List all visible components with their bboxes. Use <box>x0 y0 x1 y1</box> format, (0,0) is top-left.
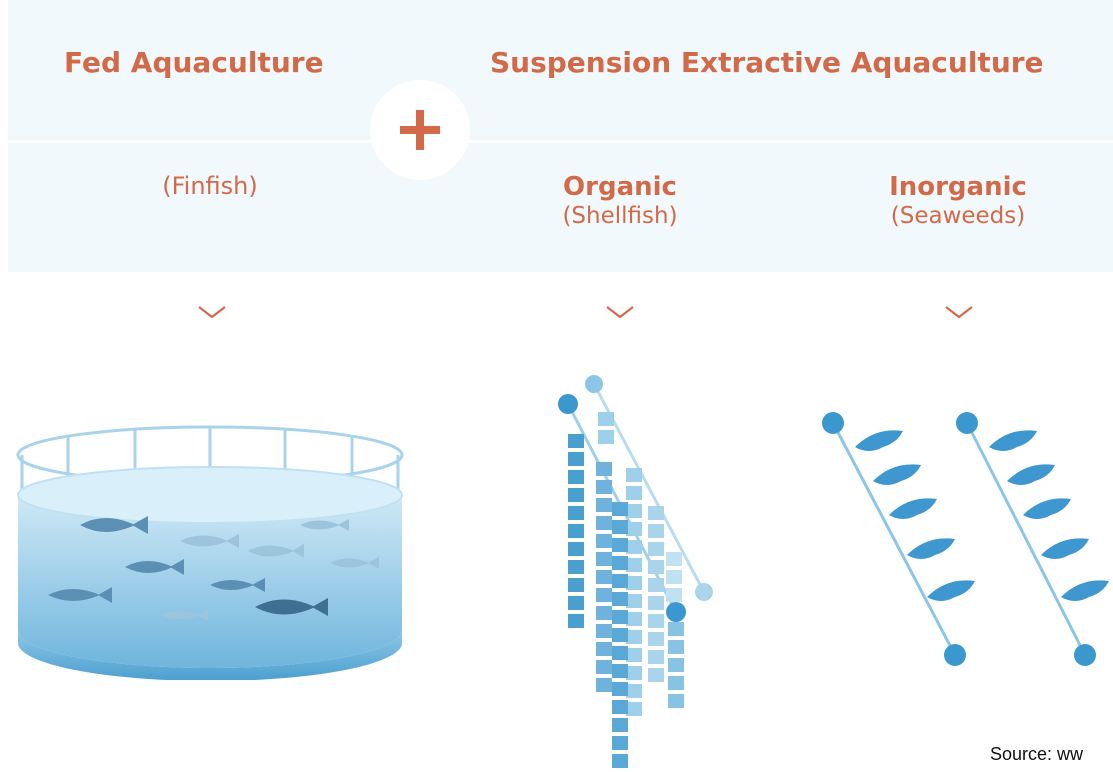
fed-aquaculture-title: Fed Aquaculture <box>64 46 324 79</box>
seaweed-lines-icon <box>822 412 1109 666</box>
chevron-down-icon <box>945 306 973 319</box>
chevron-down-icon <box>198 306 226 319</box>
shellfish-lines-icon <box>558 375 713 768</box>
column-inorganic-label: Inorganic (Seaweeds) <box>889 172 1027 229</box>
plus-icon <box>400 110 440 150</box>
header-divider <box>8 140 1113 143</box>
header-band <box>8 0 1113 272</box>
suspension-extractive-title: Suspension Extractive Aquaculture <box>490 46 1044 79</box>
column-finfish-label: (Finfish) <box>162 172 258 200</box>
source-caption: Source: ww <box>990 744 1084 764</box>
fish-tank-icon <box>16 425 404 680</box>
chevron-down-icon <box>606 306 634 319</box>
plus-circle <box>370 80 470 180</box>
column-organic-label: Organic (Shellfish) <box>562 172 678 229</box>
